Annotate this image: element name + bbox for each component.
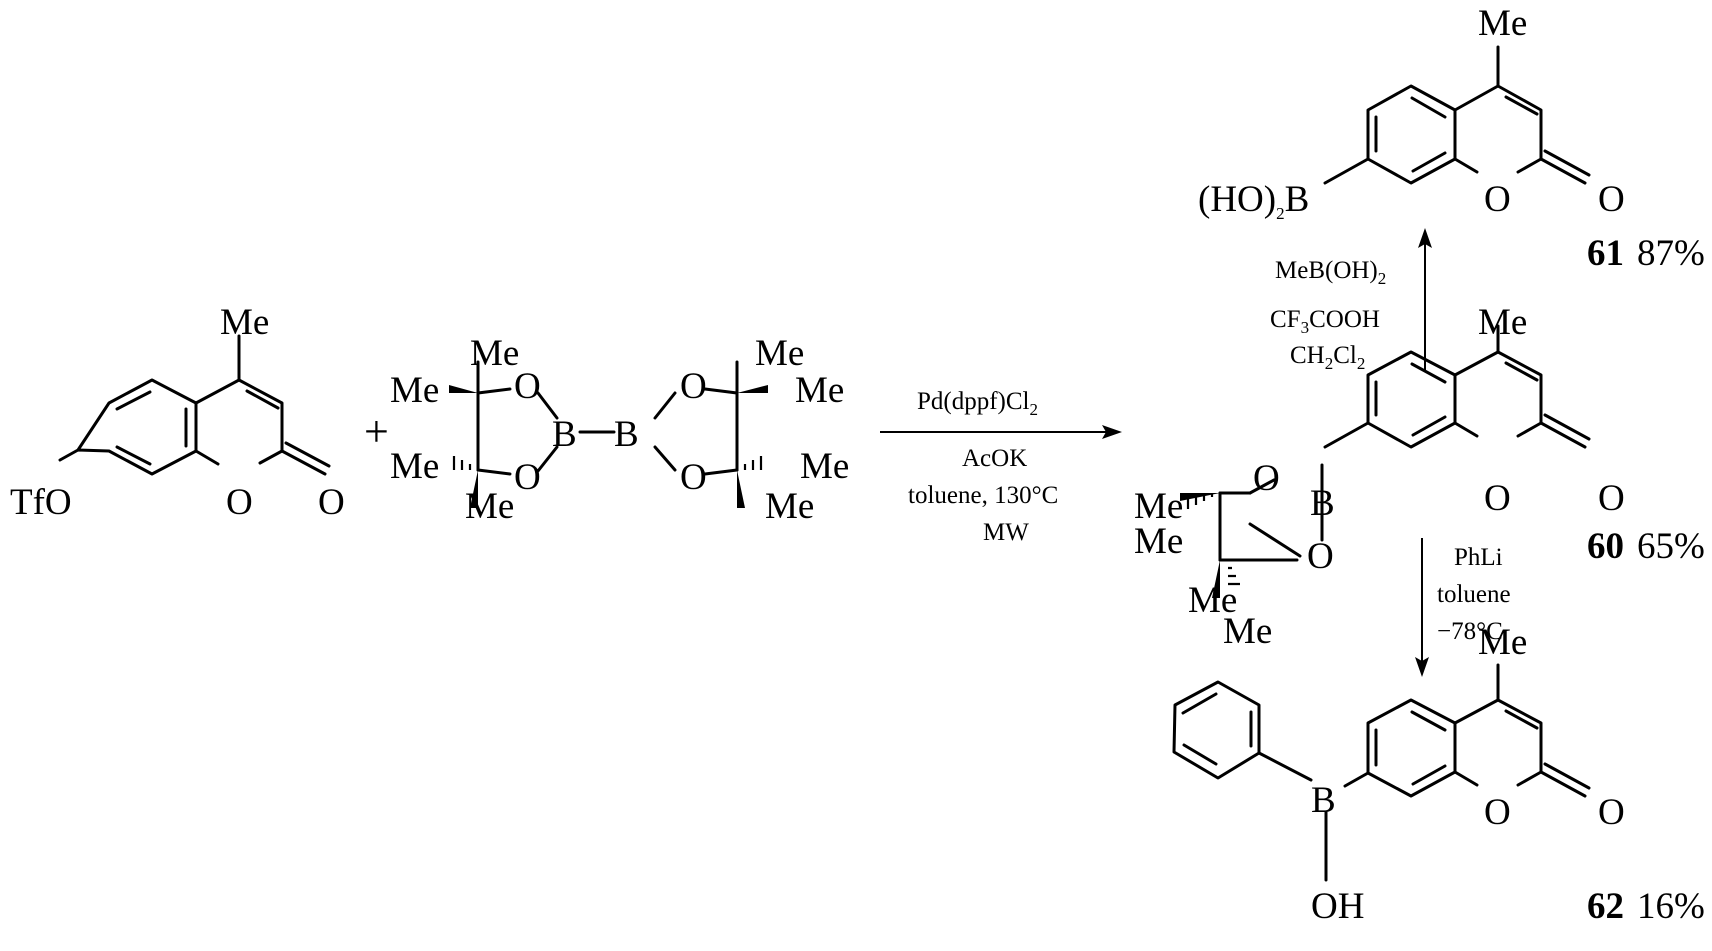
compound-62-structure: B OH O O Me 62 16%: [1172, 622, 1705, 927]
methyl-label: Me: [800, 446, 849, 487]
ring-oxygen-label: O: [226, 482, 253, 523]
compound-62-yield: 16%: [1637, 886, 1705, 927]
methyl-label: Me: [1478, 3, 1527, 44]
ring-oxygen-label: O: [1484, 179, 1511, 220]
dioxaborolane-oxygen-label: O: [680, 457, 707, 498]
methyl-label: Me: [755, 333, 804, 374]
carbonyl-oxygen-label: O: [1598, 478, 1625, 519]
carbonyl-oxygen-label: O: [1598, 792, 1625, 833]
dioxaborolane-oxygen-label: O: [514, 366, 541, 407]
main-reaction-arrow: [880, 425, 1122, 439]
down-conditions: PhLi toluene −78°C: [1437, 544, 1511, 645]
methyl-label: Me: [220, 302, 269, 343]
methyl-label: Me: [1478, 622, 1527, 663]
compound-60-structure: B O O O O Me Me Me Me Me 60 65%: [1134, 302, 1705, 652]
dioxaborolane-oxygen-label: O: [1253, 458, 1280, 499]
boronic-acid-label: (HO)2B: [1198, 179, 1309, 223]
carbonyl-oxygen-label: O: [318, 482, 345, 523]
up-condition-acid: CF3COOH: [1270, 306, 1380, 337]
up-conditions: MeB(OH)2 CF3COOH CH2Cl2: [1270, 257, 1386, 373]
main-condition-microwave: MW: [983, 519, 1029, 546]
boron-label: B: [1311, 780, 1336, 821]
methyl-label: Me: [390, 446, 439, 487]
compound-62-id: 62: [1587, 886, 1624, 927]
boron-label: B: [614, 414, 639, 455]
dioxaborolane-oxygen-label: O: [514, 457, 541, 498]
compound-61-structure: (HO)2B O O Me 61 87%: [1198, 3, 1705, 274]
methyl-label: Me: [470, 333, 519, 374]
ring-oxygen-label: O: [1484, 792, 1511, 833]
boron-label: B: [1310, 483, 1335, 524]
ring-oxygen-label: O: [1484, 478, 1511, 519]
compound-61-id: 61: [1587, 233, 1624, 274]
main-conditions: Pd(dppf)Cl2 AcOK toluene, 130°C MW: [908, 388, 1058, 546]
down-condition-temperature: −78°C: [1437, 618, 1503, 645]
compound-60-id: 60: [1587, 526, 1624, 567]
coumarin-triflate-structure: TfO O O Me: [10, 302, 345, 523]
methyl-label: Me: [1134, 521, 1183, 562]
up-reaction-arrow: [1418, 228, 1432, 370]
tfo-label: TfO: [10, 482, 72, 523]
down-reaction-arrow: [1415, 538, 1429, 677]
up-condition-reagent: MeB(OH)2: [1275, 257, 1386, 288]
main-condition-solvent: toluene, 130°C: [908, 482, 1058, 509]
methyl-label: Me: [465, 486, 514, 527]
methyl-label: Me: [1188, 580, 1237, 621]
hydroxyl-label: OH: [1311, 886, 1364, 927]
main-condition-base: AcOK: [962, 445, 1027, 472]
methyl-label: Me: [1478, 302, 1527, 343]
methyl-label: Me: [390, 370, 439, 411]
methyl-label: Me: [1223, 611, 1272, 652]
dioxaborolane-oxygen-label: O: [680, 366, 707, 407]
main-condition-catalyst: Pd(dppf)Cl2: [917, 388, 1038, 419]
down-condition-solvent: toluene: [1437, 581, 1511, 608]
dioxaborolane-oxygen-label: O: [1307, 536, 1334, 577]
boron-label: B: [552, 414, 577, 455]
down-condition-reagent: PhLi: [1454, 544, 1503, 571]
compound-60-yield: 65%: [1637, 526, 1705, 567]
methyl-label: Me: [795, 370, 844, 411]
compound-61-yield: 87%: [1637, 233, 1705, 274]
plus-sign: +: [364, 407, 389, 456]
methyl-label: Me: [1134, 486, 1183, 527]
carbonyl-oxygen-label: O: [1598, 179, 1625, 220]
up-condition-solvent: CH2Cl2: [1290, 342, 1365, 373]
methyl-label: Me: [765, 486, 814, 527]
bis-pinacolato-diboron-structure: O O B B O O Me Me Me Me Me Me Me Me: [390, 333, 849, 527]
